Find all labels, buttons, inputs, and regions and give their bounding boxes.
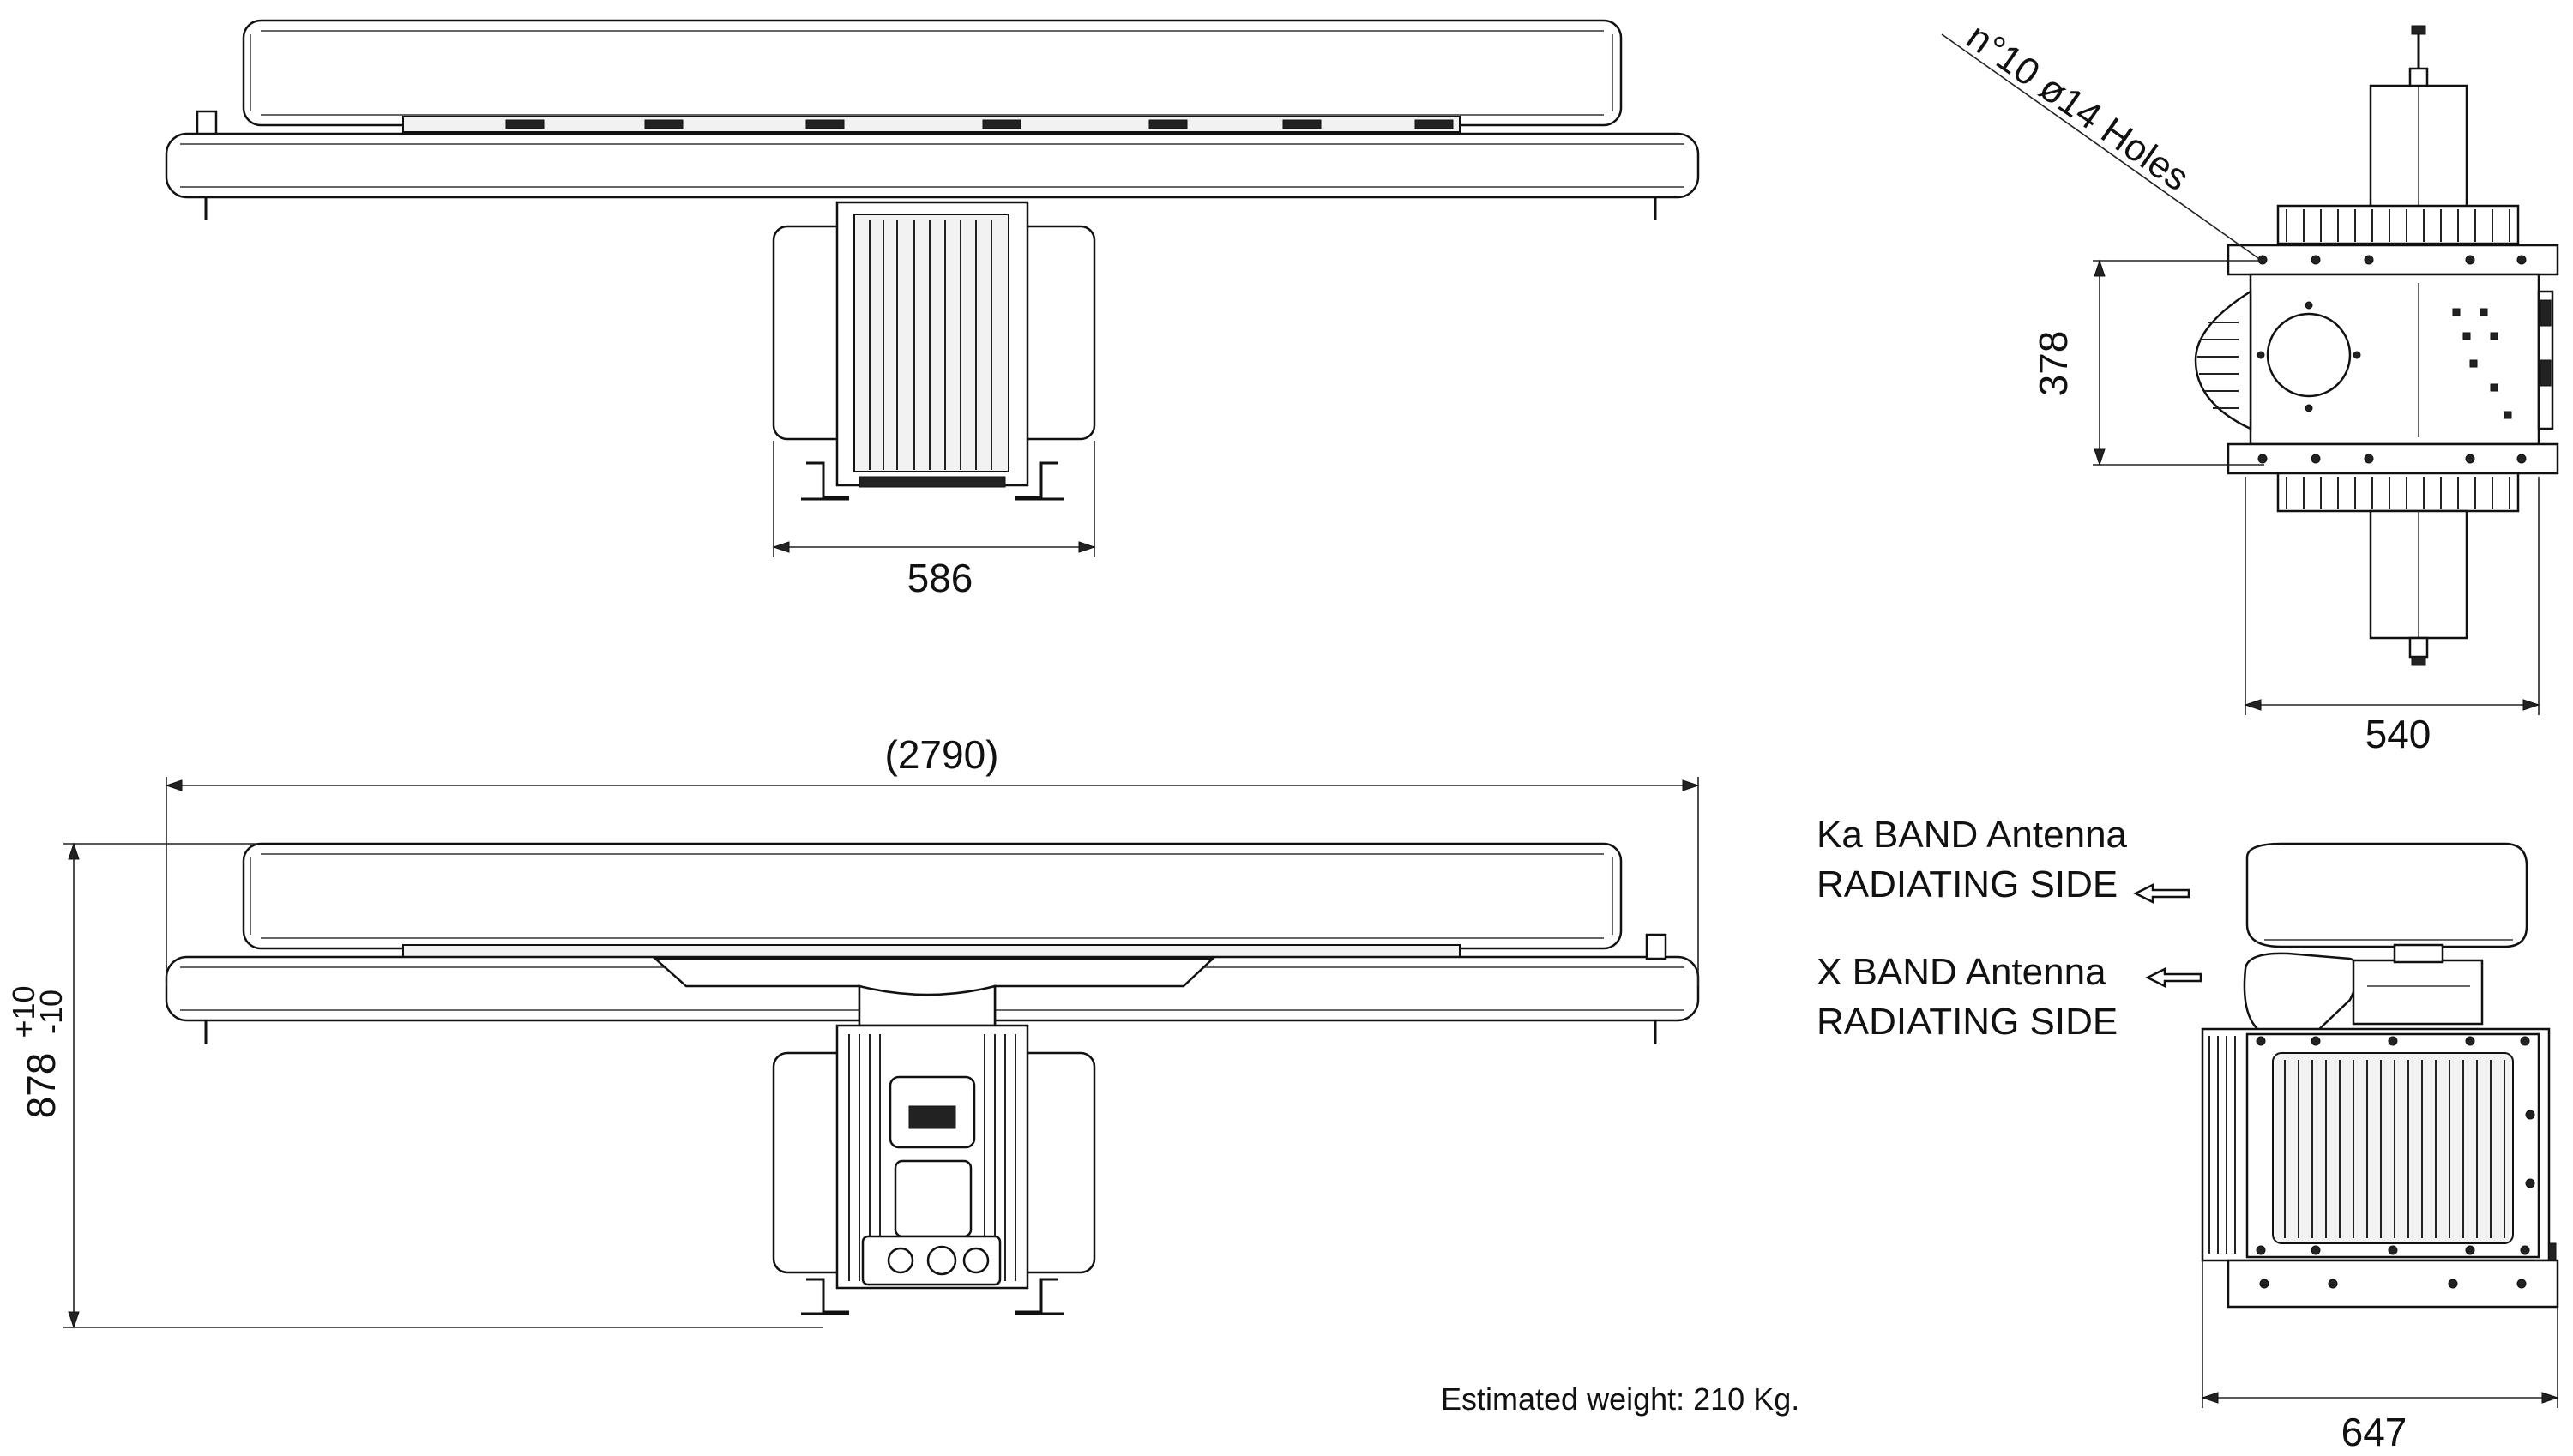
radiating-side-arrows	[2133, 882, 2202, 989]
dimension-side-width: 647	[2201, 1260, 2559, 1454]
dimension-height: 878 +10 -10	[6, 842, 823, 1329]
connector-knob-front	[1645, 933, 1667, 960]
pedestal-top-side	[2352, 959, 2484, 1026]
plan-rotary-port	[2266, 312, 2352, 398]
dim-586-label: 586	[907, 556, 973, 600]
ka-antenna-tube	[242, 19, 1623, 127]
dimension-top-width: 540	[2244, 477, 2540, 756]
dim-878-tol-upper: +10	[6, 985, 41, 1038]
side-base	[2227, 1259, 2559, 1309]
x-radome-side	[2243, 952, 2360, 1041]
view-side	[2201, 842, 2559, 1309]
access-panel	[894, 1159, 973, 1238]
connector-1	[887, 1247, 914, 1274]
x-band-label: X BAND Antenna	[1817, 951, 2106, 993]
holes-callout: n°10 ø14 Holes	[1941, 15, 2265, 263]
connector-3	[962, 1247, 990, 1274]
ka-radiating-label: RADIATING SIDE	[1817, 863, 2118, 905]
connector-knob	[196, 110, 218, 135]
holes-label: n°10 ø14 Holes	[1959, 15, 2196, 199]
radiating-side-labels: Ka BAND Antenna RADIATING SIDE X BAND An…	[1817, 814, 2128, 1043]
dim-647-label: 647	[2341, 1410, 2407, 1454]
view-front-elevation	[165, 842, 1700, 1315]
dim-2790-label: (2790)	[885, 732, 999, 777]
plan-heatsink-left	[2194, 289, 2252, 430]
x-radiating-label: RADIATING SIDE	[1817, 1001, 2118, 1043]
plan-mount-bar-bottom	[2227, 442, 2559, 475]
dimension-top-depth: 378	[2031, 259, 2264, 466]
ka-radome-side	[2245, 842, 2528, 948]
weight-note: Estimated weight: 210 Kg.	[1441, 1381, 1799, 1417]
x-antenna-tube	[165, 132, 1700, 199]
x-radiating-arrow-icon	[2145, 966, 2202, 989]
ka-band-label: Ka BAND Antenna	[1817, 814, 2128, 856]
dim-878-label: 878	[19, 1053, 63, 1119]
dimension-overall-length: (2790)	[165, 732, 1700, 986]
dim-540-label: 540	[2365, 712, 2431, 756]
ka-antenna-tube-front	[242, 842, 1623, 950]
dim-378-label: 378	[2031, 331, 2076, 397]
connector-2	[926, 1245, 957, 1276]
plan-mount-bar-top	[2227, 244, 2559, 276]
dim-878-tol-lower: -10	[33, 990, 69, 1034]
ka-radiating-arrow-icon	[2133, 882, 2190, 905]
dimension-front-width: 586	[772, 441, 1096, 600]
view-top-elevation	[165, 19, 1700, 501]
view-plan	[2194, 25, 2559, 666]
